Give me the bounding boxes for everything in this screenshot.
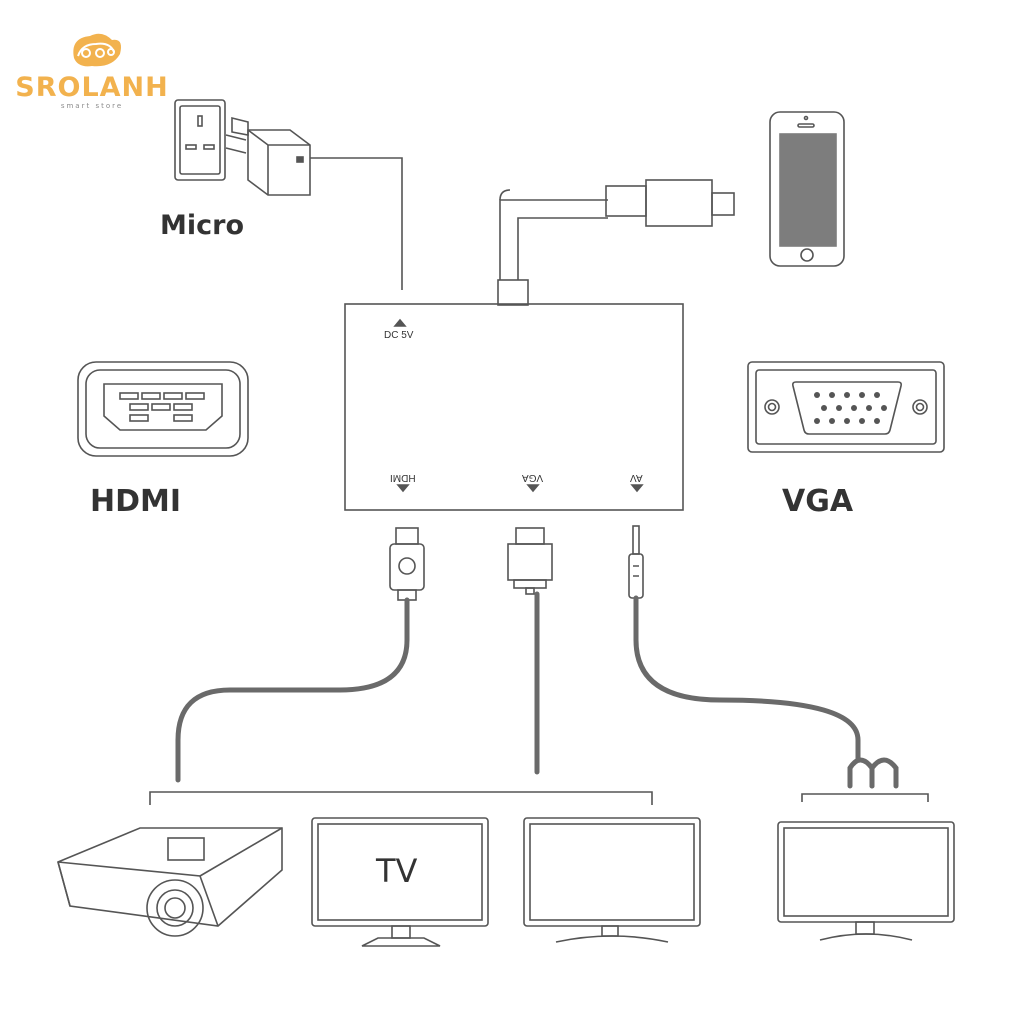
vga-arrow-icon (526, 484, 540, 493)
av-plug-icon (628, 525, 644, 599)
hdmi-plug-icon (389, 527, 425, 601)
hdmi-arrow-icon (396, 484, 410, 493)
power-cable (310, 157, 403, 290)
wall-socket-icon (174, 99, 226, 181)
dc-arrow-icon (393, 318, 407, 327)
power-label: Micro (160, 210, 244, 241)
hdmi-label: HDMI (90, 484, 182, 519)
hdmi-port-icon (77, 361, 249, 457)
projector-icon (57, 827, 283, 937)
av-monitor-icon (777, 821, 955, 941)
vga-plug-icon (507, 527, 553, 595)
vga-port-icon (747, 361, 945, 453)
brand-logo: SROLANH smart store (12, 28, 172, 110)
av-cable (633, 595, 861, 763)
av-cable-white (869, 757, 899, 789)
output-cables (175, 591, 899, 789)
brand-badge-icon (73, 33, 121, 67)
monitor-icon (523, 817, 701, 943)
adapter-box (344, 303, 684, 511)
power-adapter-icon (225, 116, 311, 196)
hdmi-cable (175, 597, 410, 783)
av-cable-red (847, 757, 875, 789)
vga-port-label: VGA (522, 472, 544, 483)
av-arrow-icon (630, 484, 644, 493)
phone-icon (769, 111, 845, 267)
av-display-bracket (801, 793, 929, 802)
brand-tagline: smart store (60, 102, 124, 110)
vga-label: VGA (782, 484, 854, 519)
tv-label: TV (376, 852, 418, 890)
display-bracket (149, 791, 653, 805)
tv-monitor-icon (311, 817, 489, 947)
hdmi-port-label: HDMI (390, 472, 416, 483)
dc-port-label: DC 5V (384, 330, 414, 341)
av-port-label: AV (630, 472, 643, 483)
lightning-cable (497, 179, 735, 306)
brand-name: SROLANH (15, 72, 169, 103)
